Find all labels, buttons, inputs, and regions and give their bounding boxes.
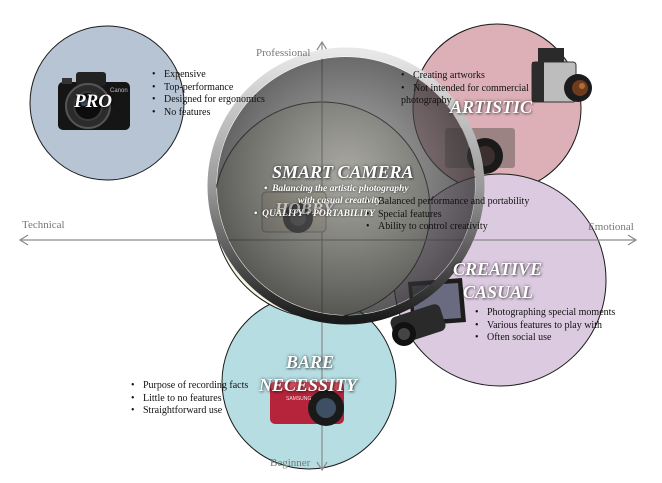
bare-bullets: Purpose of recording facts Little to no …	[131, 380, 248, 418]
list-item: No features	[152, 107, 265, 120]
smart-camera-ring	[207, 47, 485, 325]
list-item: Balanced performance and portability	[366, 196, 529, 209]
axis-label-beginner: Beginner	[270, 457, 311, 469]
axis-label-technical: Technical	[22, 219, 65, 231]
compact-camera-icon: SAMSUNG	[270, 382, 344, 426]
smart-camera-circle	[217, 57, 475, 315]
list-item: Straightforward use	[131, 405, 248, 418]
flip-screen-camera-icon	[390, 278, 466, 346]
bare-title-line-1: BARE	[286, 352, 335, 372]
creative-bullets: Photographing special moments Various fe…	[475, 307, 615, 345]
list-item: Creating artworks	[401, 70, 529, 83]
list-item: Little to no features	[131, 393, 248, 406]
pro-bullets: Expensive Top-performance Designed for e…	[152, 69, 265, 119]
svg-text:Canon: Canon	[110, 88, 128, 94]
artistic-bullet-continuation: photography	[401, 95, 452, 106]
creative-title-line-2: CASUAL	[463, 282, 534, 302]
list-item: Often social use	[475, 332, 615, 345]
list-item: Designed for ergonomics	[152, 94, 265, 107]
list-item: Photographing special moments	[475, 307, 615, 320]
list-item: Purpose of recording facts	[131, 380, 248, 393]
artistic-title: ARTISTIC	[450, 97, 533, 117]
pro-title: PRO	[74, 91, 112, 112]
list-item: Top-performance	[152, 82, 265, 95]
smart-camera-title: SMART CAMERA	[272, 162, 414, 182]
smart-camera-line-2: with casual creativity	[298, 196, 381, 206]
list-item: Ability to control creativity	[366, 221, 529, 234]
hobby-title: HOBBY	[275, 199, 334, 218]
smart-camera-line-1-text: Balancing the artistic photography	[272, 184, 409, 194]
bare-title-line-2: NECESSITY	[259, 375, 358, 395]
smart-camera-line-3-text: QUALITY + PORTABILITY	[262, 209, 375, 219]
smart-camera-line-3: • QUALITY + PORTABILITY	[254, 209, 375, 219]
list-item: Not intended for commercial	[401, 83, 529, 96]
smart-camera-line-1: • Balancing the artistic photography	[264, 184, 409, 194]
axis-label-emotional: Emotional	[588, 221, 634, 233]
creative-title-line-1: CREATIVE	[453, 259, 543, 279]
medium-format-camera-icon	[531, 48, 592, 103]
axis-label-professional: Professional	[256, 47, 311, 59]
list-item: Special features	[366, 209, 529, 222]
dslr-camera-icon: Canon	[58, 72, 130, 130]
list-item: Various features to play with	[475, 320, 615, 333]
hobby-bullets: Balanced performance and portability Spe…	[366, 196, 529, 234]
artistic-bullets: Creating artworks Not intended for comme…	[401, 70, 529, 95]
list-item: Expensive	[152, 69, 265, 82]
camera-brand-text: SAMSUNG	[286, 396, 311, 402]
